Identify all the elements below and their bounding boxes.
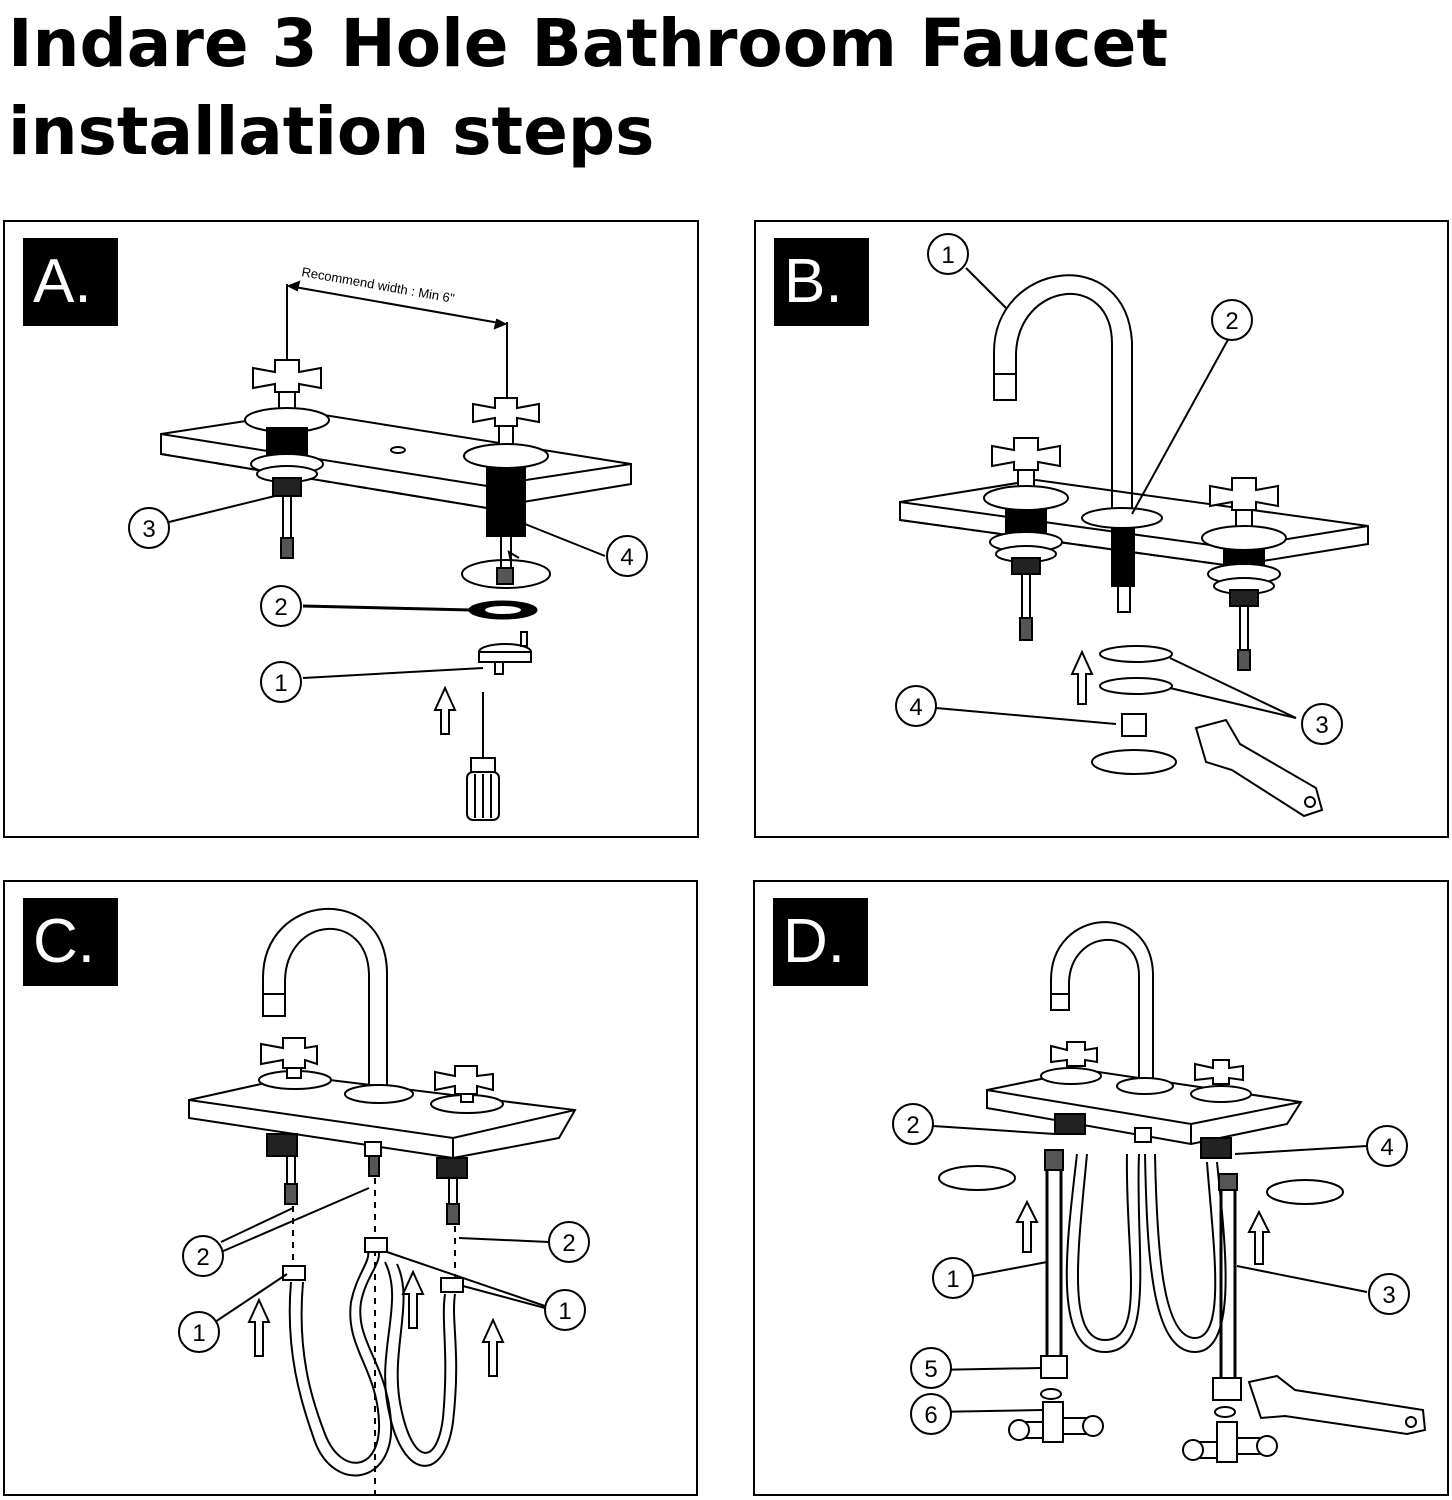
callout-d-5: 5: [910, 1347, 952, 1389]
page-title: Indare 3 Hole Bathroom Faucet installati…: [8, 0, 1408, 176]
callout-c-2-left: 2: [182, 1235, 224, 1277]
callout-d-6: 6: [910, 1393, 952, 1435]
up-arrow-icon: [433, 685, 457, 735]
callout-d-2: 2: [892, 1103, 934, 1145]
washer-bottom: [1099, 677, 1173, 695]
svg-text:1: 1: [946, 1266, 959, 1293]
cross-handle-icon: [1050, 1041, 1098, 1067]
cross-handle-icon: [1194, 1059, 1244, 1085]
panel-a: Recommend width : Min 6": [3, 220, 699, 838]
svg-text:6: 6: [924, 1402, 937, 1429]
title-line-1: Indare 3 Hole Bathroom Faucet: [8, 5, 1168, 82]
step-badge-d: D.: [773, 898, 868, 986]
callout-a-4: 4: [606, 535, 648, 577]
up-arrow-icon: [247, 1297, 271, 1357]
panel-a-diagram: Recommend width : Min 6": [128, 264, 648, 821]
washer-top: [1099, 645, 1173, 663]
up-arrow-icon: [401, 1269, 425, 1329]
callout-a-2: 2: [260, 585, 302, 627]
step-badge-a: A.: [23, 238, 118, 326]
panel-d: 2 4 1 3 5 6 D.: [753, 880, 1449, 1496]
svg-text:3: 3: [142, 516, 155, 543]
svg-text:4: 4: [909, 694, 922, 721]
callout-d-3: 3: [1368, 1273, 1410, 1315]
callout-c-2-right: 2: [548, 1221, 590, 1263]
title-line-2: installation steps: [8, 93, 655, 170]
callout-b-3: 3: [1301, 703, 1343, 745]
cross-handle-icon: [1209, 477, 1279, 511]
cross-handle-icon: [252, 359, 322, 393]
up-arrow-icon: [1070, 649, 1094, 705]
up-arrow-icon: [1015, 1199, 1039, 1253]
svg-text:1: 1: [558, 1298, 571, 1325]
wrench-icon: [1194, 718, 1324, 818]
callout-a-3: 3: [128, 507, 170, 549]
rotate-arrow-icon: [938, 1165, 1016, 1191]
spout-icon: [993, 274, 1133, 516]
svg-text:2: 2: [1225, 308, 1238, 335]
hose-icon: [1045, 1153, 1237, 1382]
spout-nut: [1121, 713, 1147, 737]
svg-text:4: 4: [1380, 1134, 1393, 1161]
svg-text:2: 2: [196, 1244, 209, 1271]
callout-d-4: 4: [1366, 1125, 1408, 1167]
svg-text:2: 2: [274, 594, 287, 621]
callout-b-4: 4: [895, 685, 937, 727]
mounting-nut: [478, 631, 532, 675]
angle-valve-icon: [1008, 1401, 1104, 1443]
callout-c-1-right: 1: [544, 1289, 586, 1331]
panel-d-diagram: 2 4 1 3 5 6: [892, 921, 1427, 1463]
svg-text:1: 1: [192, 1320, 205, 1347]
svg-text:2: 2: [562, 1230, 575, 1257]
callout-c-1-left: 1: [178, 1311, 220, 1353]
callout-b-2: 2: [1211, 299, 1253, 341]
cross-handle-icon: [472, 397, 540, 427]
svg-text:2: 2: [906, 1112, 919, 1139]
width-note: Recommend width : Min 6": [300, 264, 456, 306]
step-badge-b: B.: [774, 238, 869, 326]
callout-a-1: 1: [260, 661, 302, 703]
wrench-icon: [1247, 1374, 1427, 1436]
rotate-arrow-icon: [1266, 1179, 1344, 1205]
left-valve: [244, 359, 330, 559]
spout-icon: [1050, 921, 1154, 1082]
screwdriver-icon: [466, 692, 500, 821]
panel-c-diagram: 2 2 1 1: [178, 908, 590, 1494]
right-valve: [1201, 477, 1287, 671]
cross-handle-icon: [991, 437, 1061, 471]
svg-text:1: 1: [941, 242, 954, 269]
angle-valve-icon: [1182, 1421, 1278, 1463]
svg-text:3: 3: [1382, 1282, 1395, 1309]
panel-c: 2 2 1 1 C.: [3, 880, 698, 1496]
svg-text:1: 1: [274, 670, 287, 697]
svg-text:3: 3: [1315, 712, 1328, 739]
left-valve: [983, 437, 1069, 641]
callout-b-1: 1: [927, 233, 969, 275]
svg-text:4: 4: [620, 544, 633, 571]
panel-b-diagram: 1 2 3 4: [895, 233, 1369, 818]
panel-b: 1 2 3 4 B.: [754, 220, 1449, 838]
right-valve: [461, 397, 551, 589]
rotate-arrow-icon: [1091, 749, 1177, 775]
cross-handle-icon: [260, 1037, 318, 1069]
callout-d-1: 1: [932, 1257, 974, 1299]
up-arrow-icon: [481, 1317, 505, 1377]
hose-icon: [288, 1245, 458, 1477]
step-badge-c: C.: [23, 898, 118, 986]
cross-handle-icon: [434, 1065, 494, 1095]
up-arrow-icon: [1247, 1209, 1271, 1265]
svg-text:5: 5: [924, 1356, 937, 1383]
